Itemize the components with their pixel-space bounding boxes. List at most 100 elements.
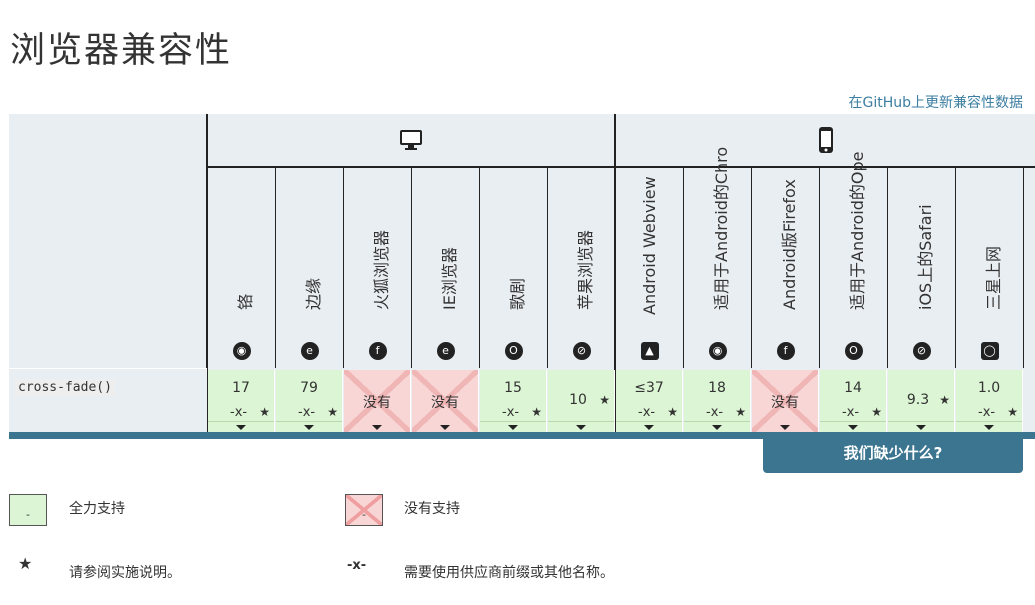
support-cell[interactable]: 没有 xyxy=(752,370,819,432)
prefix-marker: -x- xyxy=(978,405,996,420)
legend-prefix-text: 需要使用供应商前缀或其他名称。 xyxy=(404,565,614,581)
note-star-icon: ★ xyxy=(599,393,610,407)
support-cell[interactable]: 14 -x- ★ xyxy=(820,370,887,432)
browser-column-header: Android Webview▲ xyxy=(616,168,684,368)
prefix-marker: -x- xyxy=(842,405,860,420)
table-corner xyxy=(9,114,207,368)
label-separator xyxy=(206,114,208,432)
expand-caret-icon[interactable] xyxy=(780,425,790,430)
support-version: 14 xyxy=(844,380,862,396)
support-value: 没有 xyxy=(363,395,391,411)
support-cell[interactable]: 没有 xyxy=(412,370,479,432)
support-cell[interactable]: ≤37 -x- ★ xyxy=(616,370,683,432)
cell-divider xyxy=(684,421,750,422)
support-cell[interactable]: 79-x-★ xyxy=(276,370,343,432)
support-cell[interactable]: 9.3 ★ xyxy=(888,370,955,432)
support-version: 18 xyxy=(708,380,726,396)
cell-divider xyxy=(480,421,546,422)
support-cell[interactable]: 1.0-x-★ xyxy=(956,370,1023,432)
support-value: 没有 xyxy=(431,395,459,411)
browser-name: 苹果浏览器 xyxy=(575,229,595,310)
update-compat-link[interactable]: 在GitHub上更新兼容性数据 xyxy=(848,95,1023,111)
expand-caret-icon[interactable] xyxy=(984,425,994,430)
note-star-icon: ★ xyxy=(871,405,882,419)
cell-divider xyxy=(616,421,682,422)
browser-column-header: 铬◉ xyxy=(208,168,276,368)
legend-full-support-box: - xyxy=(9,494,47,526)
browser-name: 火狐浏览器 xyxy=(371,229,391,310)
note-star-icon: ★ xyxy=(667,405,678,419)
browser-column-header: 边缘 e xyxy=(276,168,344,368)
browser-name: 歌剧 xyxy=(507,277,527,310)
support-value: 没有 xyxy=(771,395,799,411)
edge-icon: e xyxy=(300,342,319,360)
expand-caret-icon[interactable] xyxy=(372,425,382,430)
legend-full-support-text: 全力支持 xyxy=(69,501,125,517)
cell-divider xyxy=(888,421,954,422)
browser-name: 铬 xyxy=(235,293,255,310)
whats-missing-button[interactable]: 我们缺少什么? xyxy=(763,432,1023,473)
support-cell[interactable]: 15-x-★ xyxy=(480,370,547,432)
firefox-icon: f xyxy=(368,342,387,360)
legend-no-support-text: 没有支持 xyxy=(404,501,460,517)
browser-name: IE浏览器 xyxy=(439,247,459,310)
cell-divider xyxy=(956,421,1022,422)
note-star-icon: ★ xyxy=(259,405,270,419)
cell-divider xyxy=(276,421,342,422)
note-star-icon: ★ xyxy=(327,405,338,419)
support-version: 15 xyxy=(504,380,522,396)
browser-column-header: iOS上的Safari⊘ xyxy=(888,168,956,368)
desktop-icon xyxy=(400,130,422,150)
browser-column-header: 适用于Android的Chro ◉ xyxy=(684,147,752,368)
browser-column-header: IE浏览器 e xyxy=(412,168,480,368)
expand-caret-icon[interactable] xyxy=(440,425,450,430)
support-cell[interactable]: 18-x-★ xyxy=(684,370,751,432)
browser-column-header: 三星上网◯ xyxy=(956,168,1024,368)
prefix-marker: -x- xyxy=(706,405,724,420)
opera-icon: O xyxy=(844,342,863,360)
support-version: ≤37 xyxy=(634,380,664,396)
legend-no-support-box: - xyxy=(345,494,383,526)
browser-name: 三星上网 xyxy=(983,245,1003,310)
support-version: 10 xyxy=(569,392,587,408)
mobile-icon xyxy=(819,127,833,153)
support-cell[interactable]: 10 ★ xyxy=(548,370,615,432)
browser-name: 适用于Android的Chro xyxy=(711,146,731,310)
prefix-marker: -x- xyxy=(298,405,316,420)
browser-name: 边缘 xyxy=(303,277,323,310)
expand-caret-icon[interactable] xyxy=(304,425,314,430)
cell-divider xyxy=(820,421,886,422)
chrome-icon: ◉ xyxy=(232,342,251,360)
browser-name: 适用于Android的Ope xyxy=(847,151,867,310)
firefox-icon: f xyxy=(776,342,795,360)
chrome-icon: ◉ xyxy=(708,342,727,360)
support-version: 17 xyxy=(232,380,250,396)
expand-caret-icon[interactable] xyxy=(236,425,246,430)
note-star-icon: ★ xyxy=(939,393,950,407)
feature-name: cross-fade() xyxy=(15,379,115,396)
table-bottom-bar xyxy=(9,432,1035,439)
android-icon: ▲ xyxy=(640,342,659,360)
note-star-icon: ★ xyxy=(531,405,542,419)
expand-caret-icon[interactable] xyxy=(576,425,586,430)
cell-divider xyxy=(548,421,614,422)
safari-icon: ⊘ xyxy=(912,342,931,360)
expand-caret-icon[interactable] xyxy=(508,425,518,430)
support-version: 9.3 xyxy=(906,392,930,408)
support-cell[interactable]: 没有 xyxy=(344,370,411,432)
prefix-marker: -x- xyxy=(638,405,656,420)
expand-caret-icon[interactable] xyxy=(848,425,858,430)
expand-caret-icon[interactable] xyxy=(916,425,926,430)
mobile-group-header xyxy=(616,114,1035,168)
expand-caret-icon[interactable] xyxy=(712,425,722,430)
feature-row-label: cross-fade() xyxy=(9,368,207,433)
ie-icon: e xyxy=(436,342,455,360)
support-cell[interactable]: 17-x-★ xyxy=(208,370,275,432)
legend-star-icon: ★ xyxy=(18,554,33,573)
expand-caret-icon[interactable] xyxy=(644,425,654,430)
